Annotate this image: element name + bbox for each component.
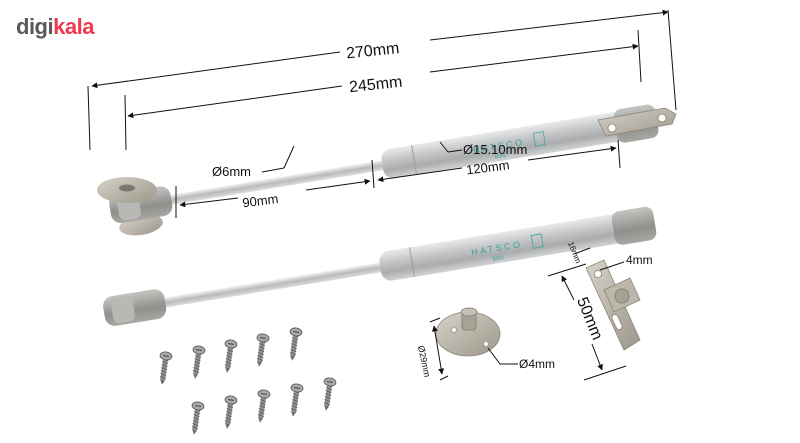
round-mount xyxy=(435,307,501,357)
gas-spring-bottom: HATSCO 80N xyxy=(103,206,657,326)
dim-cylinder-length-label: 120mm xyxy=(465,157,510,177)
dim-total-length: 270mm xyxy=(87,9,677,151)
dim-mount-diameter-label: Ø29mm xyxy=(416,345,432,378)
screw xyxy=(159,351,173,385)
screw xyxy=(224,395,238,429)
bracket-top xyxy=(597,107,677,137)
mount-base-top xyxy=(97,177,157,203)
dim-bracket-hole-label: 4mm xyxy=(626,253,653,267)
dim-cylinder-length: 120mm xyxy=(377,139,621,183)
brand-logo[interactable]: digikala xyxy=(16,14,94,40)
dim-body-length-label: 245mm xyxy=(348,74,403,96)
piston-rod xyxy=(156,261,386,309)
dim-rod-diameter: Ø6mm xyxy=(212,145,295,179)
screw xyxy=(289,327,303,361)
piston-rod xyxy=(158,159,388,207)
gas-spring-top: HATSCO 80N xyxy=(109,104,659,236)
dim-body-length: 245mm xyxy=(124,29,642,151)
screw xyxy=(191,401,205,435)
cylinder-body xyxy=(381,112,627,179)
screw xyxy=(192,345,206,379)
cylinder-force-label: 80N xyxy=(492,255,504,263)
screw xyxy=(224,339,238,373)
screw xyxy=(290,383,304,417)
dim-mount-hole: Ø4mm xyxy=(487,347,555,371)
brand-logo-part1: digi xyxy=(16,14,54,39)
dim-bracket-height-label: 50mm xyxy=(573,295,605,343)
l-bracket xyxy=(585,259,641,351)
screw xyxy=(323,377,337,411)
screw xyxy=(257,389,271,423)
dim-total-length-label: 270mm xyxy=(345,40,400,62)
dim-cylinder-diameter: Ø15.10mm xyxy=(439,141,527,157)
dim-bracket-hole: 4mm xyxy=(599,253,653,271)
dim-mount-hole-label: Ø4mm xyxy=(519,357,555,371)
dim-rod-length-label: 90mm xyxy=(241,191,279,210)
end-cap-right xyxy=(611,206,657,245)
dim-cylinder-diameter-label: Ø15.10mm xyxy=(463,142,527,157)
cylinder-force-label: 80N xyxy=(494,153,506,161)
brand-logo-part2: kala xyxy=(53,14,94,39)
screw xyxy=(256,333,270,367)
dim-rod-length: 90mm xyxy=(175,159,375,218)
cylinder-body xyxy=(379,214,625,281)
dim-rod-diameter-label: Ø6mm xyxy=(212,164,251,179)
screws-group xyxy=(159,327,337,435)
